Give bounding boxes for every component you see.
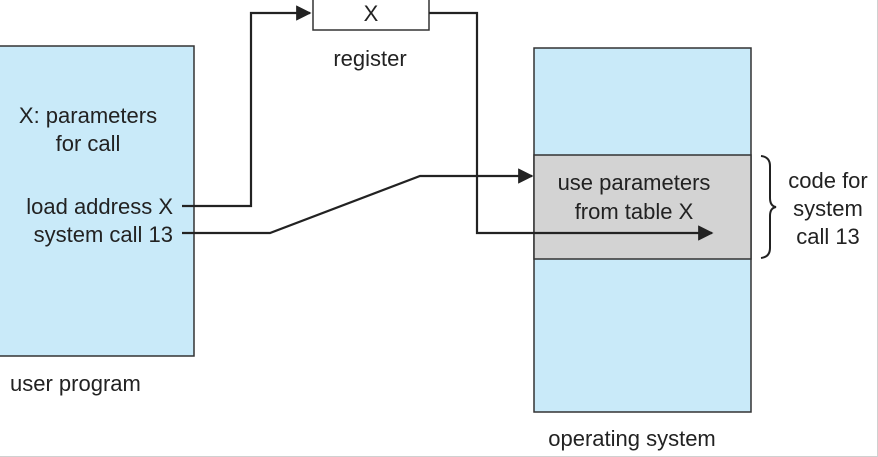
load-address-arrow (182, 5, 312, 208)
load-address-label: load address X (26, 194, 173, 219)
system-call-label: system call 13 (33, 222, 173, 247)
code-line-1: use parameters (557, 170, 711, 195)
system-call-code-region (533, 154, 752, 260)
user-program-block (0, 45, 195, 357)
register-to-code-arrow (429, 11, 714, 241)
brace-label-line-1: code for (788, 168, 868, 193)
user-program-caption: user program (10, 371, 141, 396)
code-brace (760, 155, 777, 259)
params-line-2: for call (55, 131, 121, 156)
register-value: X (363, 1, 379, 26)
code-line-2: from table X (574, 199, 694, 224)
params-line-1: X: parameters (18, 103, 158, 128)
operating-system-caption: operating system (548, 426, 716, 451)
brace-label-line-2: system (793, 196, 863, 221)
register-caption: register (333, 46, 407, 71)
register-box (312, 0, 430, 31)
system-call-arrow (182, 168, 534, 235)
brace-label-line-3: call 13 (796, 224, 860, 249)
